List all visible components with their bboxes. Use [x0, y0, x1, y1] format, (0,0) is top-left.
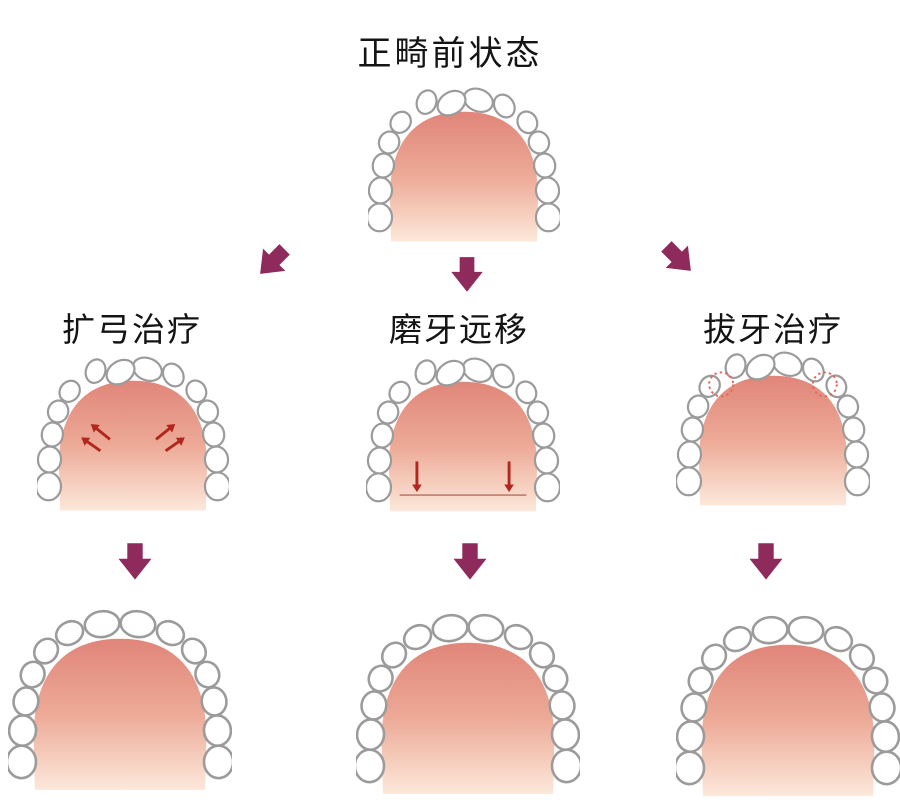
- flow-arrow-expansion-result-icon: [113, 540, 157, 584]
- arch-molar-distalization: [364, 352, 562, 520]
- flow-arrow-to-extraction-icon: [658, 238, 700, 280]
- expansion-arrows: [81, 423, 185, 453]
- flow-arrow-distalization-result-icon: [448, 540, 492, 584]
- section-label-distalization: 磨牙远移: [389, 310, 529, 349]
- flow-arrow-extraction-result-icon: [744, 540, 788, 584]
- arch-result-expansion: [5, 604, 235, 800]
- distalization-arrows: [399, 461, 527, 496]
- arch-result-extraction: [673, 610, 900, 806]
- section-label-extraction: 拔牙治疗: [703, 310, 843, 349]
- arch-before-treatment: [365, 82, 563, 250]
- flow-arrow-to-distalization-icon: [446, 254, 488, 296]
- arch-result-distalization: [353, 608, 583, 804]
- flow-arrow-to-expansion-icon: [251, 241, 293, 283]
- arch-expansion-treatment: [34, 350, 232, 520]
- page-title: 正畸前状态: [357, 34, 543, 74]
- section-label-expansion: 扩弓治疗: [62, 310, 202, 349]
- arch-extraction-treatment: [674, 346, 872, 514]
